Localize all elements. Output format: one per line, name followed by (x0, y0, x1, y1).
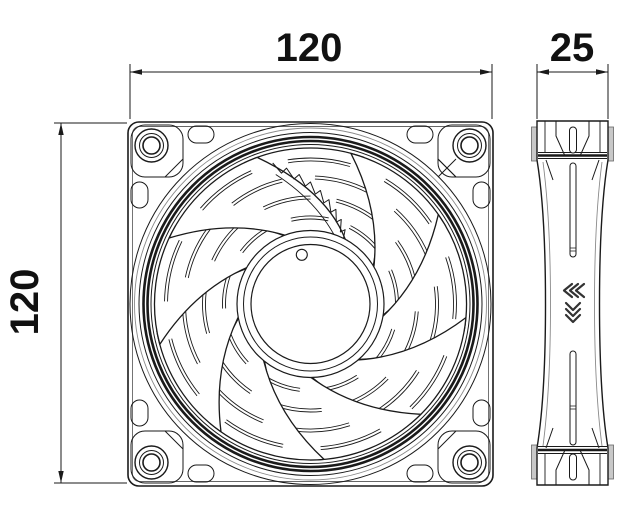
rotation-direction-icon (562, 282, 586, 299)
hub-pin-hole (295, 248, 308, 261)
dimension-arrow (130, 69, 142, 75)
frame-slot (187, 464, 215, 483)
corner-bottom-left (130, 399, 215, 484)
venturi-rings (129, 123, 492, 485)
width-dimension-label: 120 (276, 26, 343, 70)
frame-rib-pin (569, 126, 577, 154)
height-dimension-label: 120 (3, 269, 47, 336)
depth-dimension-label: 25 (550, 26, 595, 70)
dimension-arrow (58, 123, 64, 135)
frame-slot (406, 464, 434, 483)
frame-slot (130, 181, 149, 209)
anti-vibration-pad (531, 126, 538, 162)
frame-rib-slot (569, 162, 577, 258)
frame-slot (130, 399, 149, 427)
dimension-arrow (537, 69, 549, 75)
side-view-outline (536, 120, 609, 486)
frame-slot (406, 125, 434, 144)
frame-slot (187, 125, 215, 144)
corner-top-right (406, 124, 491, 209)
corner-bottom-right (406, 399, 491, 484)
fan-side-view (531, 120, 614, 486)
frame-rib-slot (569, 350, 577, 446)
dimension-depth: 25 (536, 26, 609, 119)
fan-hub (236, 229, 385, 379)
airflow-direction-icon (564, 301, 582, 324)
fan-frame-inner-edge (132, 126, 489, 482)
dimension-width: 120 (129, 26, 493, 119)
corner-top-left (130, 124, 215, 209)
anti-vibration-pad (607, 444, 614, 480)
fan-front-view (127, 121, 494, 487)
dimension-arrow (596, 69, 608, 75)
dimension-arrow (480, 69, 492, 75)
frame-slot (472, 399, 491, 427)
anti-vibration-pad (531, 444, 538, 480)
frame-slot (472, 181, 491, 209)
anti-vibration-pad (607, 126, 614, 162)
dimension-height: 120 (3, 122, 127, 484)
frame-rib-pin (569, 453, 577, 481)
dimension-arrow (58, 471, 64, 483)
